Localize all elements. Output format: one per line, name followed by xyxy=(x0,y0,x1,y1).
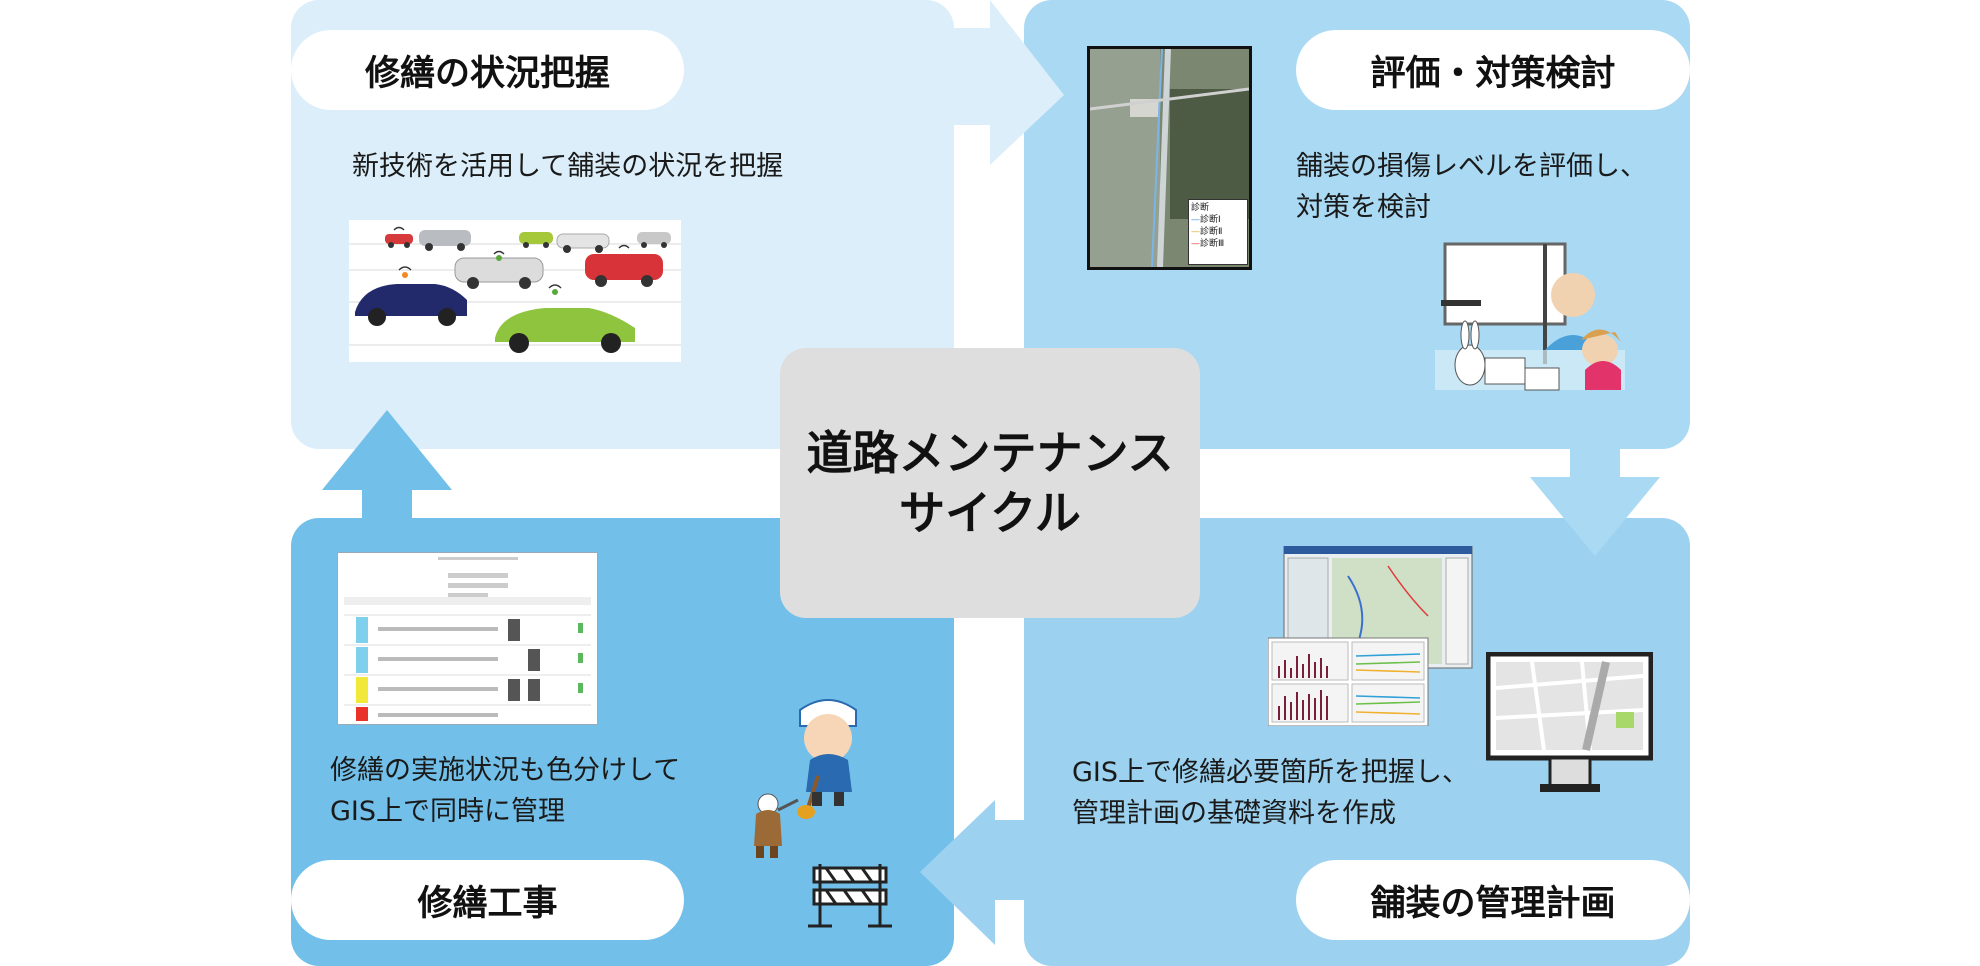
worker-pickaxe-icon xyxy=(754,793,799,858)
person-icon xyxy=(1551,273,1595,317)
survey-desc-line1: 新技術を活用して舗装の状況を把握 xyxy=(352,151,784,182)
car-icon xyxy=(495,308,635,353)
car-icon xyxy=(454,257,544,289)
evaluate-title: 評価・対策検討 xyxy=(1370,53,1616,94)
repair-status-color-column xyxy=(356,617,368,721)
map-legend: 診断 —診断Ⅰ —診断Ⅱ —診断Ⅲ xyxy=(1188,199,1248,265)
construction-desc-line1: 修繕の実施状況も色分けして xyxy=(330,755,681,786)
rabbit-icon xyxy=(1454,344,1486,386)
arrow-left-icon xyxy=(920,800,1024,945)
plan-title-pill: 舗装の管理計画 xyxy=(1296,860,1690,940)
person-icon xyxy=(1582,334,1618,366)
plan-title: 舗装の管理計画 xyxy=(1370,883,1616,924)
aerial-diagnosis-map: 診断 —診断Ⅰ —診断Ⅱ —診断Ⅲ xyxy=(1087,46,1252,270)
construction-desc-line2: GIS上で同時に管理 xyxy=(330,796,566,827)
survey-description: 新技術を活用して舗装の状況を把握 xyxy=(352,146,783,187)
gis-software-screenshots xyxy=(1268,546,1473,726)
map-legend-item: —診断Ⅱ xyxy=(1191,227,1223,237)
car-icon xyxy=(585,254,663,287)
map-legend-item: —診断Ⅲ xyxy=(1191,239,1225,249)
wifi-icon xyxy=(393,226,630,289)
construction-title: 修繕工事 xyxy=(417,883,558,924)
evaluate-description: 舗装の損傷レベルを評価し、 対策を検討 xyxy=(1296,146,1647,228)
survey-title: 修繕の状況把握 xyxy=(364,53,610,94)
arrow-up-icon xyxy=(322,410,452,518)
evaluate-desc-line2: 対策を検討 xyxy=(1296,192,1431,223)
center-title-line2: サイクル xyxy=(899,486,1081,540)
car-icon xyxy=(556,233,610,253)
evaluate-title-pill: 評価・対策検討 xyxy=(1296,30,1690,110)
arrow-right-icon xyxy=(954,0,1064,165)
car-icon xyxy=(385,234,413,248)
survey-title-pill: 修繕の状況把握 xyxy=(291,30,684,110)
arrow-down-icon xyxy=(1530,449,1660,556)
car-icon xyxy=(419,230,471,251)
plan-description: GIS上で修繕必要箇所を把握し、 管理計画の基礎資料を作成 xyxy=(1072,752,1469,834)
monitor-map-icon xyxy=(1486,652,1653,792)
construction-title-pill: 修繕工事 xyxy=(291,860,684,940)
meeting-illustration xyxy=(1435,242,1625,391)
car-icon xyxy=(355,284,467,326)
plan-desc-line2: 管理計画の基礎資料を作成 xyxy=(1072,798,1396,829)
connected-cars-illustration xyxy=(349,220,681,362)
center-title: 道路メンテナンス サイクル xyxy=(806,423,1173,543)
worker-digging-icon xyxy=(797,699,857,819)
car-icon xyxy=(519,232,553,248)
map-legend-title: 診断 xyxy=(1191,203,1210,213)
evaluate-desc-line1: 舗装の損傷レベルを評価し、 xyxy=(1296,151,1647,182)
construction-workers-illustration xyxy=(754,699,892,928)
repair-status-table xyxy=(337,552,598,725)
plan-desc-line1: GIS上で修繕必要箇所を把握し、 xyxy=(1072,757,1470,788)
construction-description: 修繕の実施状況も色分けして GIS上で同時に管理 xyxy=(330,750,680,832)
center-title-line1: 道路メンテナンス xyxy=(806,426,1174,480)
center-box: 道路メンテナンス サイクル xyxy=(780,348,1200,618)
map-legend-item: —診断Ⅰ xyxy=(1191,215,1221,225)
road-barrier-icon xyxy=(808,864,892,928)
car-icon xyxy=(637,232,671,248)
